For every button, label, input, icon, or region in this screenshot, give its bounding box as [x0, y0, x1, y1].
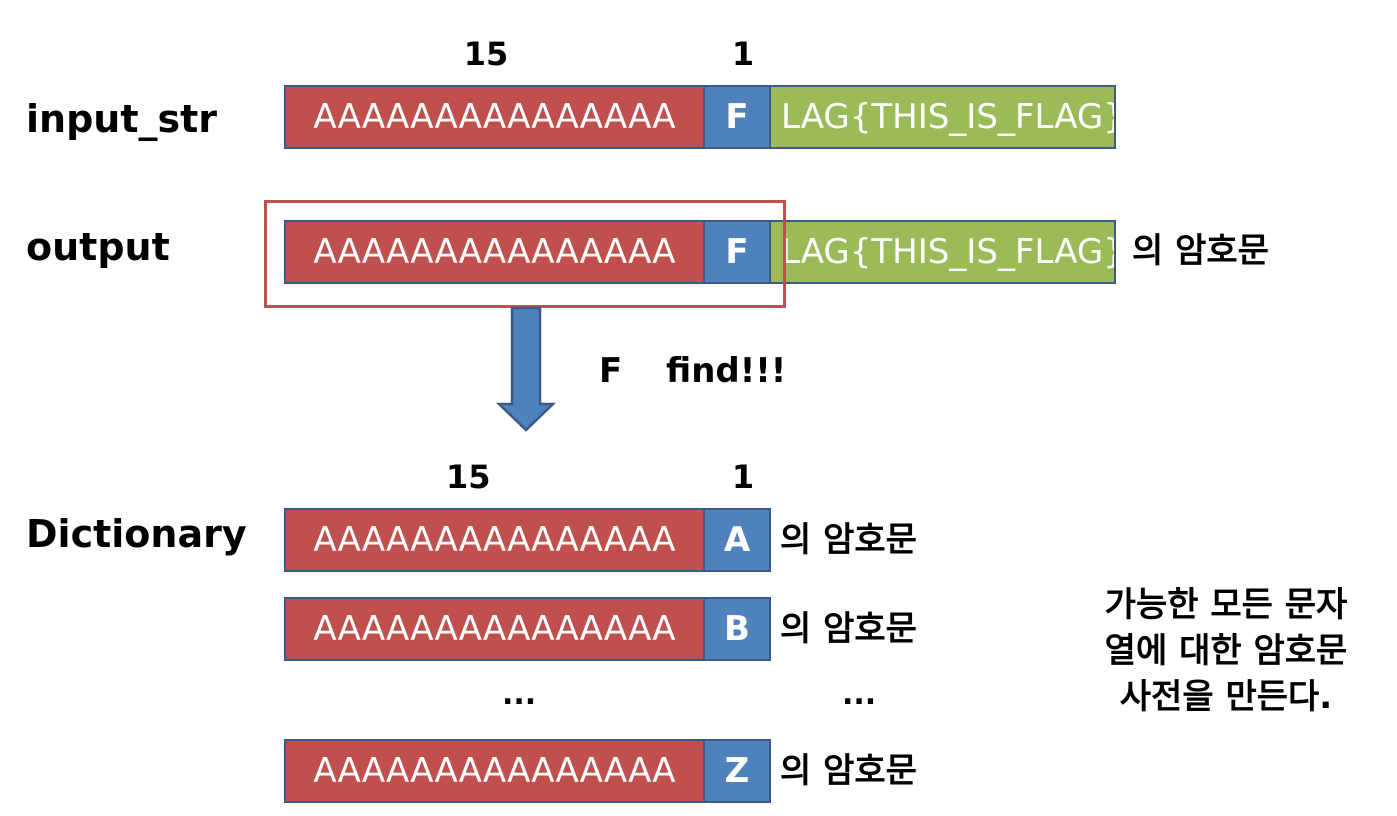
input-str-label: input_str: [26, 97, 218, 141]
dict-padding-block: AAAAAAAAAAAAAAA: [284, 739, 705, 803]
char-length-label-dict: 1: [731, 458, 755, 496]
output-ciphertext-suffix: 의 암호문: [1132, 231, 1269, 271]
dict-ciphertext-suffix: 의 암호문: [780, 609, 917, 649]
note-line-3: 사전을 만든다.: [1119, 677, 1333, 717]
note-line-2: 열에 대한 암호문: [1104, 631, 1348, 671]
padding-length-label-top: 15: [463, 35, 509, 73]
padding-length-label-dict: 15: [446, 458, 491, 496]
ellipsis-left: ...: [502, 677, 537, 712]
input-str-bar: AAAAAAAAAAAAAAA F LAG{THIS_IS_FLAG}: [284, 85, 1116, 149]
input-padding-block: AAAAAAAAAAAAAAA: [284, 85, 705, 149]
dict-padding-block: AAAAAAAAAAAAAAA: [284, 508, 705, 572]
first-block-highlight-box: [264, 200, 786, 308]
find-char: F: [599, 351, 623, 391]
dict-char-block: A: [705, 508, 771, 572]
dictionary-entry: AAAAAAAAAAAAAAA Z: [284, 739, 771, 803]
dictionary-entry: AAAAAAAAAAAAAAA B: [284, 597, 771, 661]
note-line-1: 가능한 모든 문자: [1104, 585, 1348, 625]
output-padding-block: AAAAAAAAAAAAAAA: [284, 220, 705, 284]
output-flag-block: LAG{THIS_IS_FLAG}: [771, 220, 1116, 284]
ellipsis-right: ...: [842, 677, 877, 712]
dict-ciphertext-suffix: 의 암호문: [780, 520, 917, 560]
dict-padding-block: AAAAAAAAAAAAAAA: [284, 597, 705, 661]
dictionary-label: Dictionary: [26, 512, 247, 556]
dictionary-note: 가능한 모든 문자 열에 대한 암호문 사전을 만든다.: [1068, 582, 1384, 720]
output-label: output: [26, 225, 170, 269]
down-arrow-icon: [496, 306, 556, 432]
find-message: find!!!: [666, 351, 787, 391]
output-bar: AAAAAAAAAAAAAAA F LAG{THIS_IS_FLAG}: [284, 220, 1116, 284]
dict-ciphertext-suffix: 의 암호문: [780, 751, 917, 791]
input-flag-block: LAG{THIS_IS_FLAG}: [771, 85, 1116, 149]
input-guess-block: F: [705, 85, 771, 149]
dict-char-block: Z: [705, 739, 771, 803]
dict-char-block: B: [705, 597, 771, 661]
output-guess-block: F: [705, 220, 771, 284]
dictionary-entry: AAAAAAAAAAAAAAA A: [284, 508, 771, 572]
char-length-label-top: 1: [731, 35, 755, 73]
